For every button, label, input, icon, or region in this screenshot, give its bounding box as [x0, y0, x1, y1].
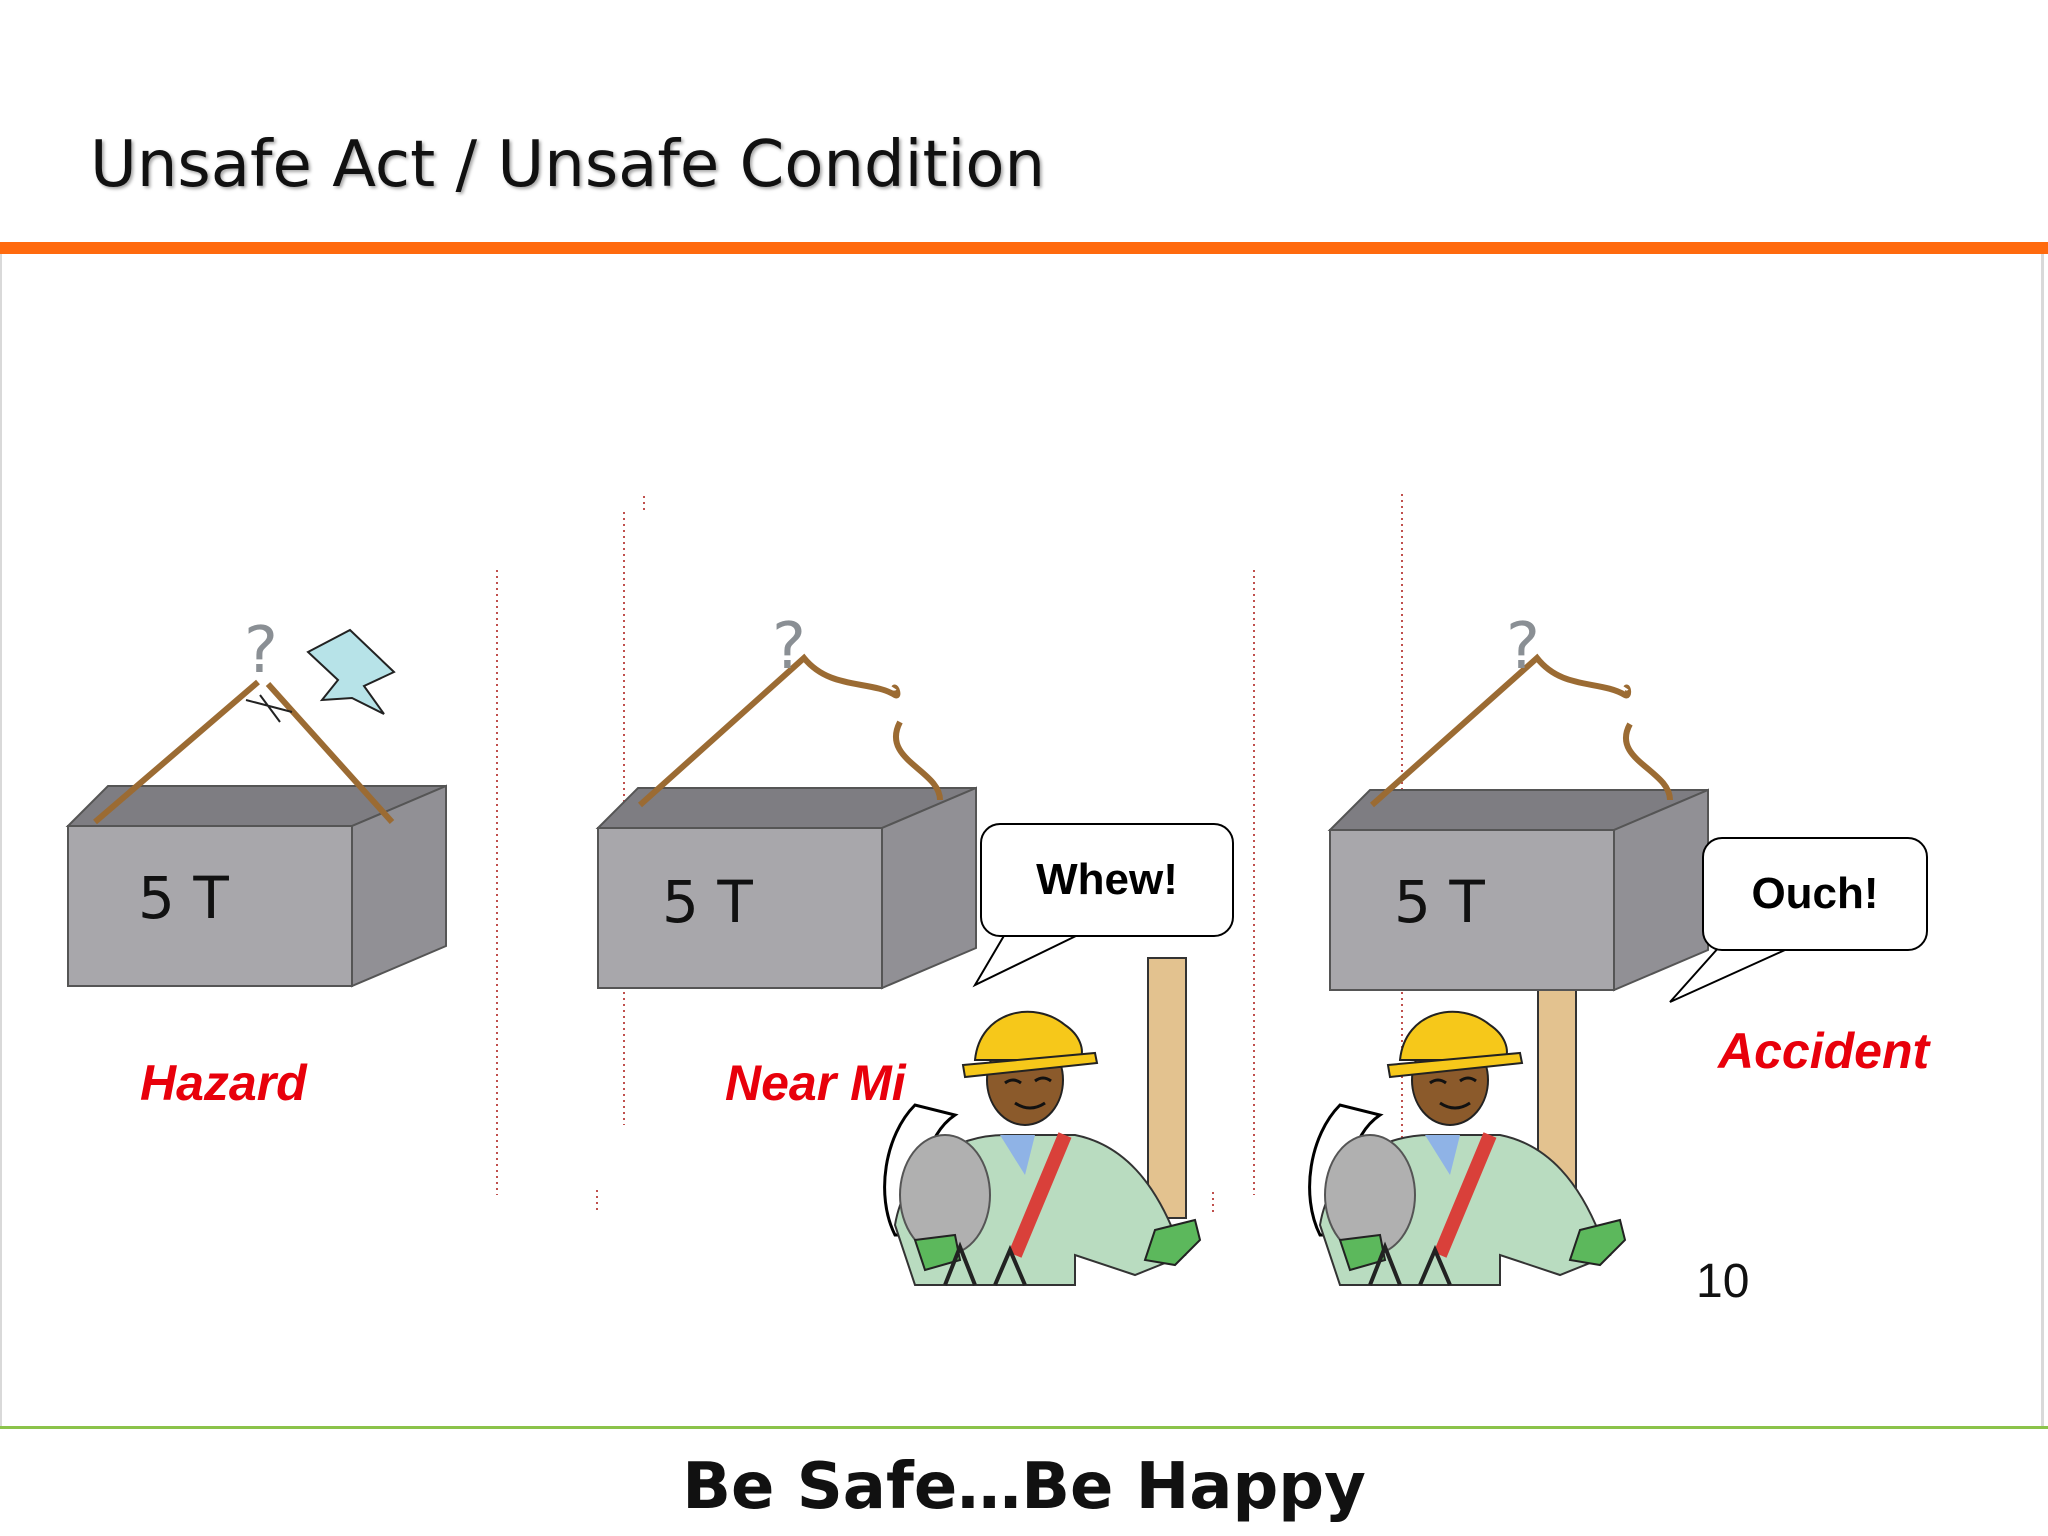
load-label-hazard: 5 T: [138, 864, 229, 932]
panel-near-miss: 5 T ?: [597, 610, 1200, 1285]
crate-accident: [1329, 789, 1709, 991]
panel-hazard: 5 T ?: [67, 614, 447, 987]
pointer-arrow-icon: [306, 628, 396, 715]
speech-bubble-whew: Whew!: [980, 823, 1234, 937]
caption-near-miss: Near Mi: [725, 1055, 906, 1111]
load-label-accident: 5 T: [1394, 868, 1485, 936]
broken-sling-mark: [245, 694, 293, 723]
panel-accident: 5 T ?: [1310, 610, 1709, 1285]
slide-footer: Be Safe…Be Happy: [682, 1450, 1366, 1524]
content-frame: [0, 254, 2044, 1428]
page-number: 10: [1696, 1255, 1750, 1308]
speech-tail-whew: [972, 933, 1081, 988]
speech-bubble-ouch: Ouch!: [1702, 837, 1928, 951]
sling-rope-hazard: [93, 679, 395, 825]
footer-divider: [0, 1426, 2048, 1429]
slide-title: Unsafe Act / Unsafe Condition: [90, 128, 1046, 202]
question-mark-hazard: ?: [244, 614, 278, 688]
question-mark-accident: ?: [1506, 610, 1540, 684]
caption-hazard: Hazard: [140, 1055, 307, 1111]
question-mark-near-miss: ?: [772, 610, 806, 684]
title-divider: [0, 242, 2048, 254]
wooden-post: [1147, 957, 1187, 1219]
load-label-near-miss: 5 T: [662, 868, 753, 936]
sling-rope-near-miss: [637, 653, 943, 808]
worker-accident: [1310, 1012, 1625, 1285]
caption-accident: Accident: [1718, 1023, 1930, 1079]
crate-near-miss: [597, 787, 977, 989]
